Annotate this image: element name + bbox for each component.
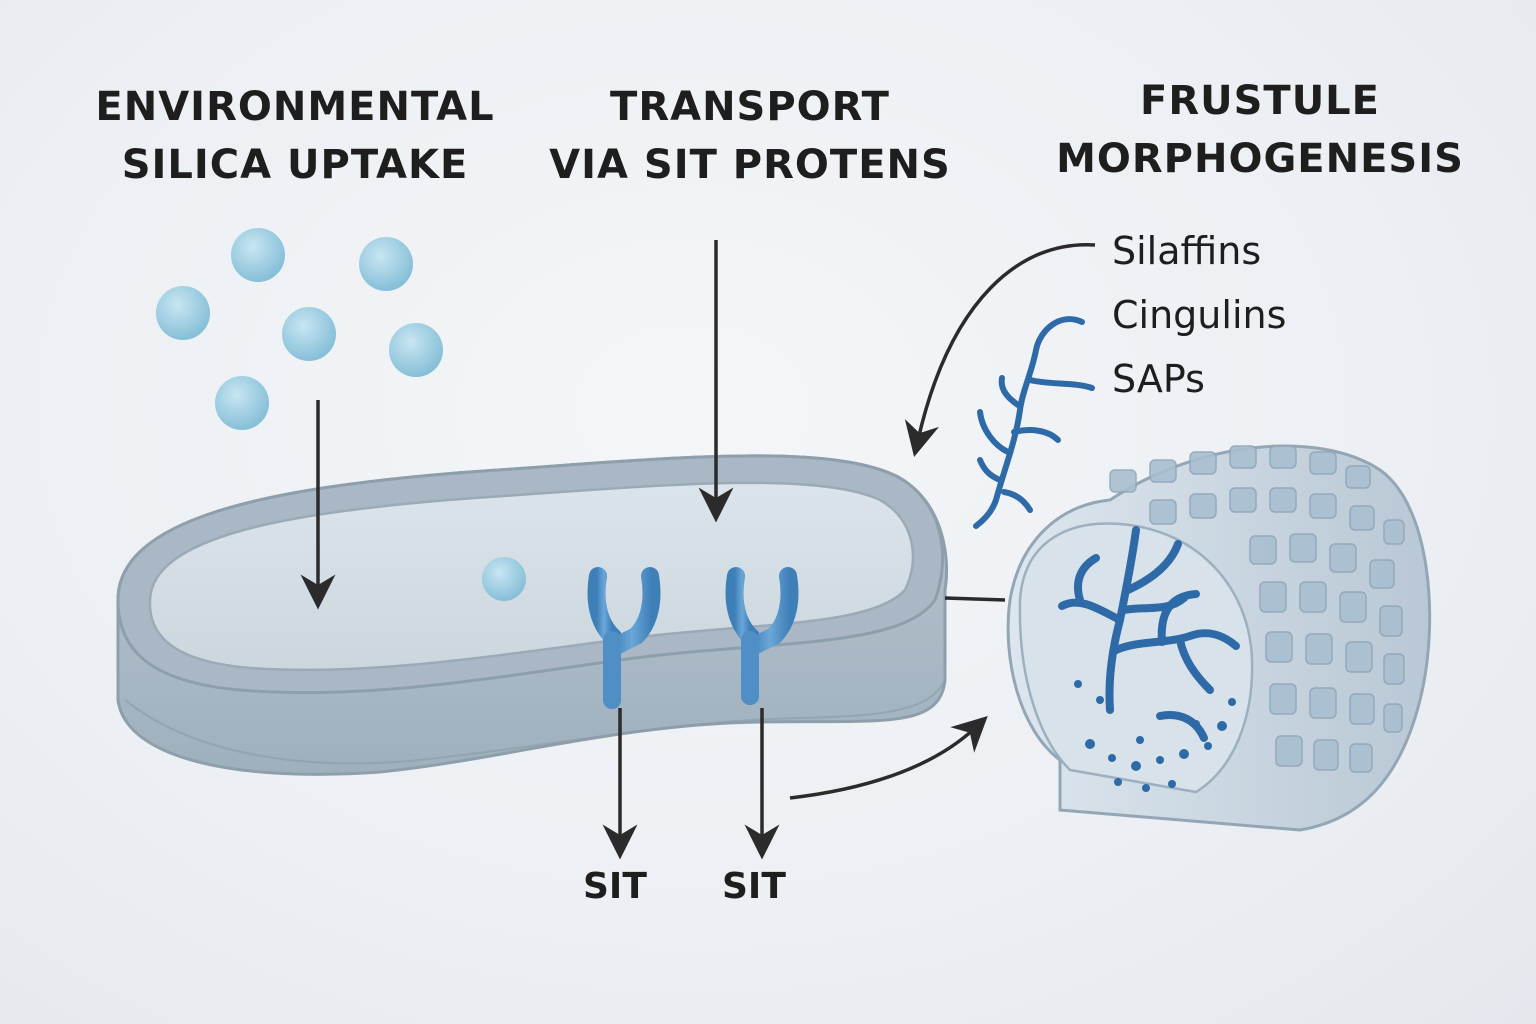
curved-arrow-to-frustule xyxy=(789,716,988,800)
silica-particle xyxy=(231,228,285,282)
silica-particle xyxy=(359,237,413,291)
silica-particle xyxy=(156,286,210,340)
silica-particle xyxy=(215,376,269,430)
protein-label-cingulins: Cingulins xyxy=(1112,293,1287,337)
transport-heading: TRANSPORT VIA SIT PROTENS xyxy=(530,78,970,194)
sit-protein xyxy=(725,567,799,705)
silica-particles xyxy=(156,228,443,430)
silica-particle xyxy=(282,307,336,361)
transport-heading-line1: TRANSPORT xyxy=(610,84,890,130)
uptake-heading: ENVIRONMENTAL SILICA UPTAKE xyxy=(70,78,520,194)
organic-matrix-strand xyxy=(973,316,1095,529)
frustule-pores xyxy=(1109,445,1405,773)
uptake-heading-line1: ENVIRONMENTAL xyxy=(95,84,495,130)
morphogenesis-heading: FRUSTULE MORPHOGENESIS xyxy=(1010,72,1510,188)
cell-inner-surface xyxy=(148,481,915,672)
morphogenesis-heading-line1: FRUSTULE xyxy=(1140,78,1380,124)
frustule xyxy=(1006,444,1432,832)
sit-label-left: SIT xyxy=(583,866,647,907)
diatom-cell xyxy=(116,454,949,776)
connector-line xyxy=(944,596,1006,602)
protein-label-saps: SAPs xyxy=(1112,357,1205,401)
curved-arrow-from-proteins xyxy=(904,243,1096,458)
transport-heading-line2: VIA SIT PROTENS xyxy=(549,142,951,188)
silica-particle xyxy=(389,323,443,377)
cell-side-shadow xyxy=(124,679,946,765)
sit-protein xyxy=(587,567,661,709)
silica-deposits xyxy=(1074,680,1236,792)
uptake-heading-line2: SILICA UPTAKE xyxy=(121,142,469,188)
organic-matrix-branches xyxy=(1058,526,1240,742)
sit-label-right: SIT xyxy=(722,866,786,907)
protein-label-silaffins: Silaffins xyxy=(1112,229,1262,273)
arrows xyxy=(300,240,1096,860)
morphogenesis-heading-line2: MORPHOGENESIS xyxy=(1056,136,1464,182)
silica-particle-intracellular xyxy=(482,557,526,601)
